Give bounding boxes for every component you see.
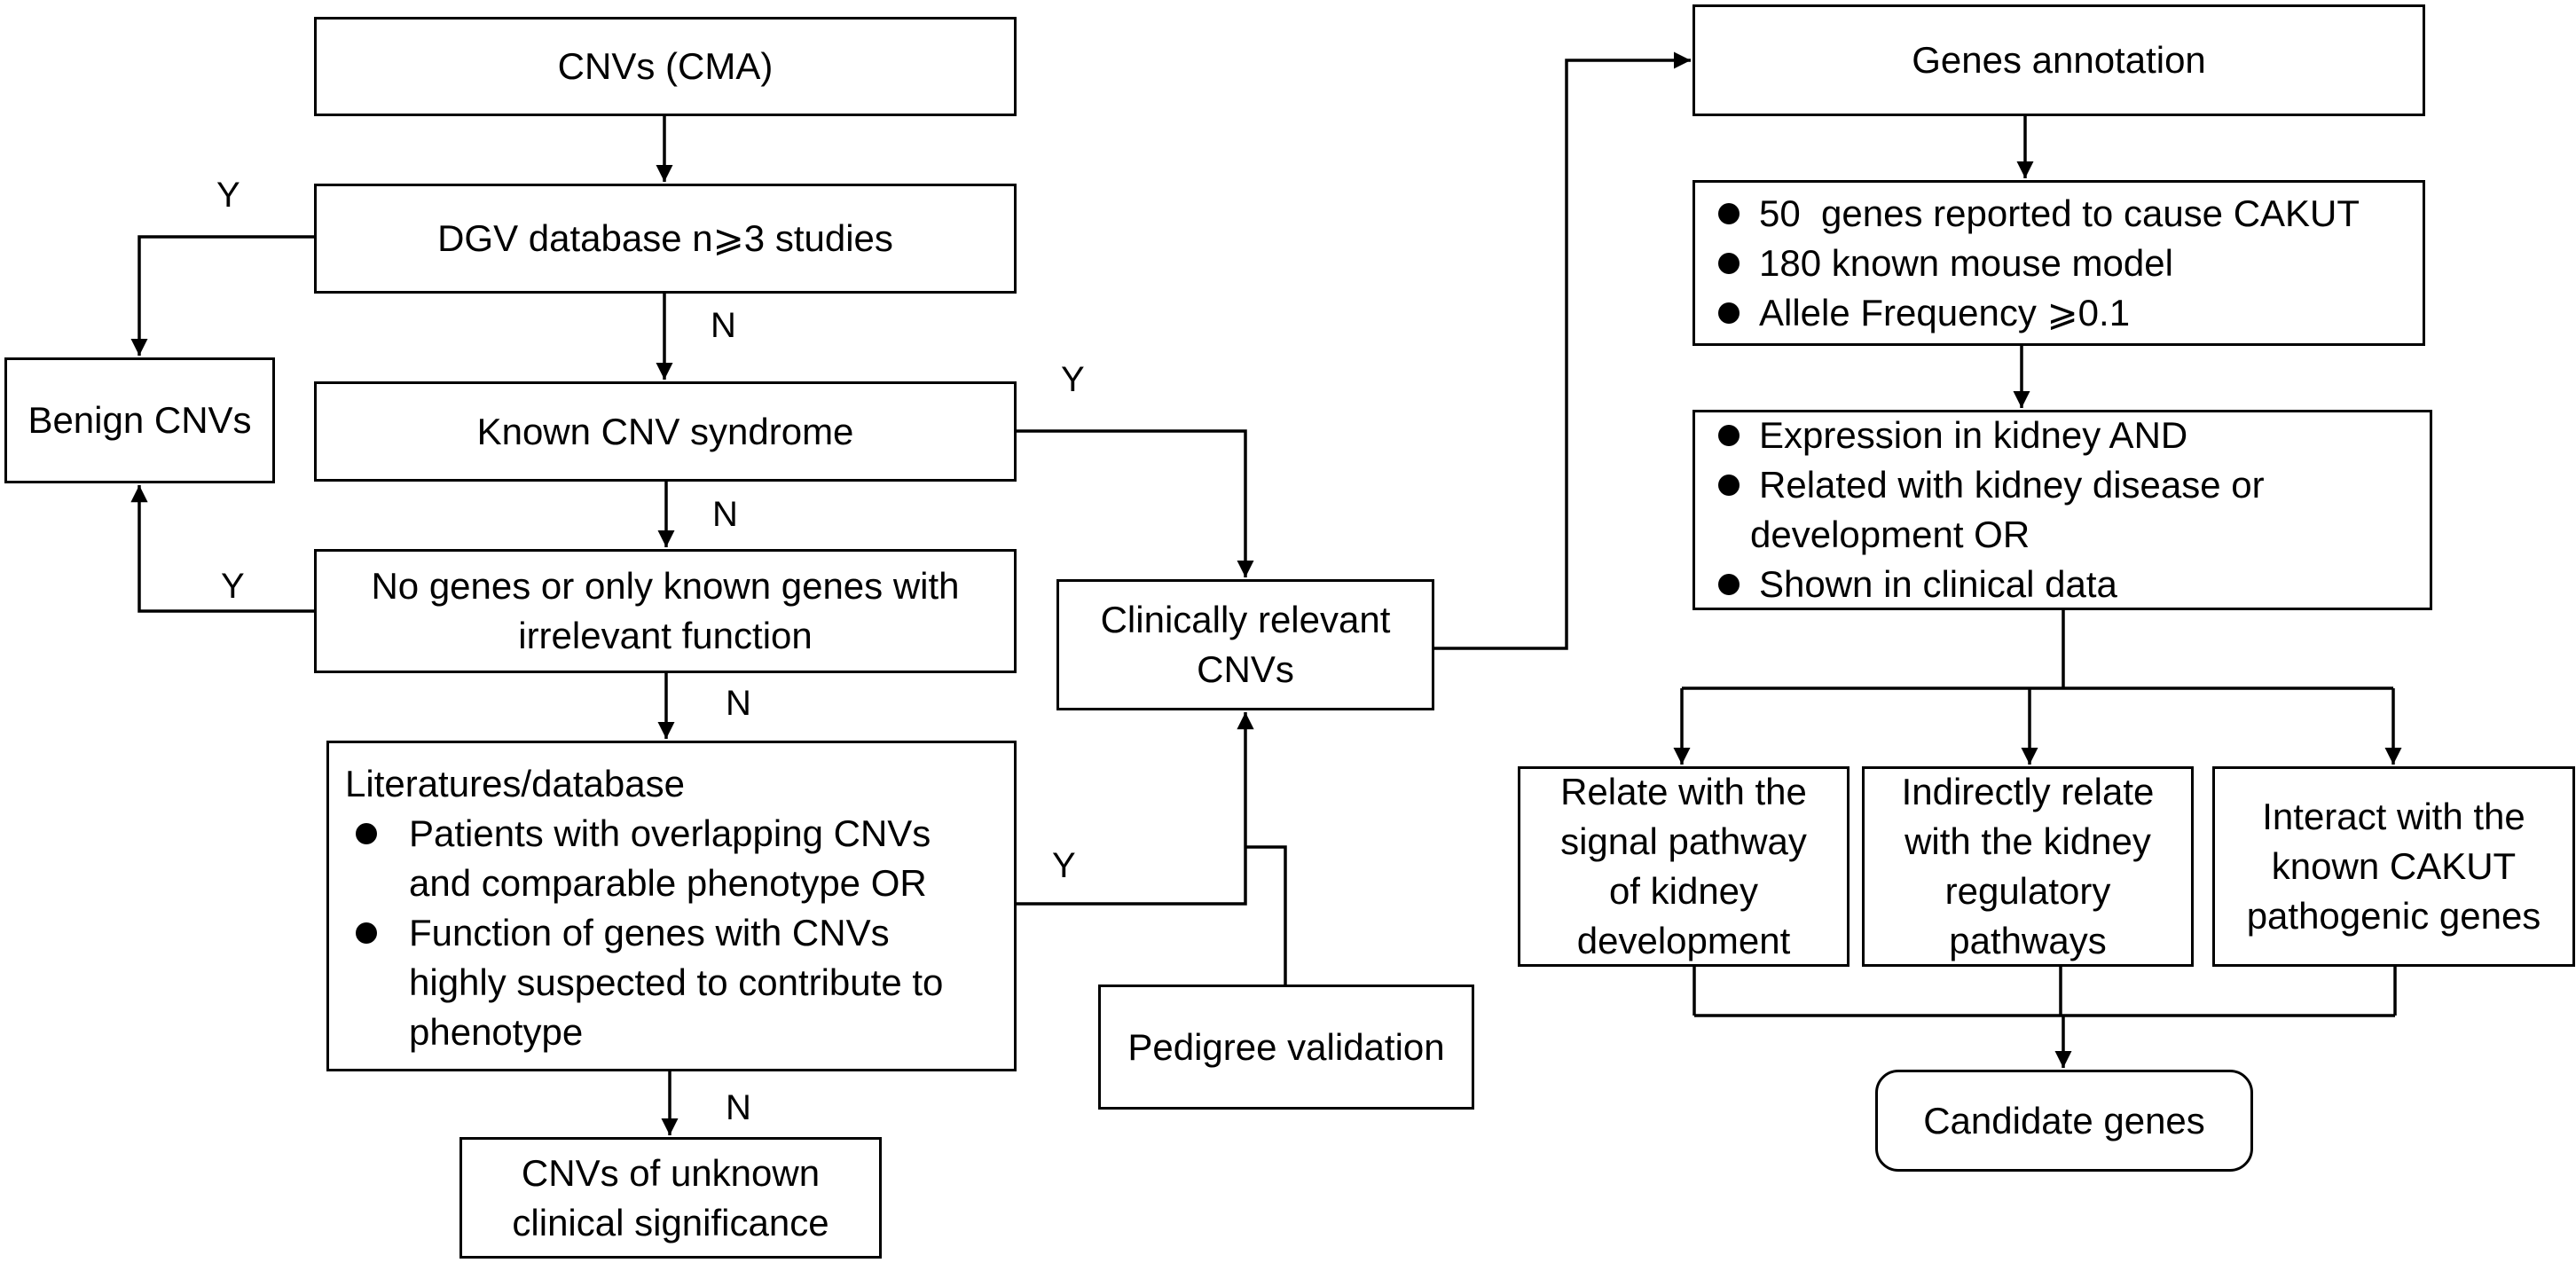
literature-bullet-list: Patients with overlapping CNVs and compa…	[345, 809, 943, 1057]
benign-cnvs-label: Benign CNVs	[27, 399, 252, 441]
literature-bullet-1-line-2: and comparable phenotype OR	[409, 862, 927, 904]
genes-annotation-box: Genes annotation	[1692, 4, 2425, 116]
bullet-dot	[1718, 574, 1740, 595]
dgv-database-label: DGV database n⩾3 studies	[437, 217, 893, 259]
indirect-pathways-line-4: pathways	[1949, 920, 2107, 961]
cnvs-cma-label: CNVs (CMA)	[557, 45, 774, 87]
kidney-filter-bullet-3: Shown in clinical data	[1718, 560, 2265, 609]
literature-database-box: Literatures/database Patients with overl…	[326, 741, 1017, 1071]
unknown-significance-line-2: clinical significance	[512, 1201, 829, 1243]
bullet-dot	[1718, 425, 1740, 446]
literature-heading: Literatures/database	[345, 763, 685, 804]
kidney-filter-bullet-2-line-2: development OR	[1750, 514, 2030, 555]
kidney-filter-bullet-1-text: Expression in kidney AND	[1759, 414, 2188, 456]
no-genes-line-1: No genes or only known genes with	[371, 565, 960, 607]
unknown-significance-line-1: CNVs of unknown	[521, 1151, 821, 1194]
clinically-relevant-line-1: Clinically relevant	[1100, 599, 1391, 640]
signal-pathway-line-2: signal pathway	[1560, 820, 1807, 862]
bullet-dot	[1718, 475, 1740, 496]
arrow-nogenes-to-benign	[130, 485, 316, 613]
no-genes-yes-label: Y	[221, 567, 245, 606]
literature-no-label: N	[726, 1088, 751, 1127]
criteria-bullet-3: Allele Frequency ⩾0.1	[1718, 288, 2360, 338]
criteria-bullet-1-text: 50 genes reported to cause CAKUT	[1759, 192, 2360, 234]
literature-bullet-1: Patients with overlapping CNVs and compa…	[345, 809, 943, 908]
kidney-filter-bullet-3-text: Shown in clinical data	[1759, 563, 2117, 605]
bullet-dot	[356, 922, 377, 944]
kidney-filter-box: Expression in kidney AND Related with ki…	[1692, 410, 2432, 610]
signal-pathway-line-4: development	[1576, 920, 1791, 961]
kidney-filter-bullet-2-line-1: Related with kidney disease or	[1759, 464, 2265, 506]
interact-cakut-line-3: pathogenic genes	[2246, 895, 2541, 937]
kidney-filter-bullet-2: Related with kidney disease or developme…	[1718, 460, 2265, 560]
unknown-significance-box: CNVs of unknown clinical significance	[459, 1137, 882, 1259]
literature-bullet-2: Function of genes with CNVs highly suspe…	[345, 908, 943, 1057]
signal-pathway-line-3: of kidney	[1608, 870, 1759, 912]
literature-bullet-1-line-1: Patients with overlapping CNVs	[409, 812, 931, 854]
criteria-bullet-2-text: 180 known mouse model	[1759, 241, 2173, 284]
candidate-genes-box: Candidate genes	[1875, 1070, 2253, 1172]
bullet-dot	[356, 823, 377, 844]
criteria-bullet-2: 180 known mouse model	[1718, 239, 2360, 288]
dgv-no-label: N	[711, 306, 736, 345]
arrow-literature-to-clinical	[1017, 712, 1254, 906]
arrow-clinical-to-annotation	[1434, 51, 1691, 650]
indirect-pathways-line-3: regulatory	[1944, 870, 2111, 912]
cnvs-cma-box: CNVs (CMA)	[314, 17, 1017, 116]
literature-bullet-2-line-1: Function of genes with CNVs	[409, 912, 890, 953]
kidney-filter-bullet-1: Expression in kidney AND	[1718, 411, 2265, 460]
interact-cakut-box: Interact with the known CAKUT pathogenic…	[2212, 766, 2575, 967]
indirect-pathways-box: Indirectly relate with the kidney regula…	[1862, 766, 2194, 967]
clinically-relevant-line-2: CNVs	[1197, 648, 1294, 690]
benign-cnvs-box: Benign CNVs	[4, 357, 275, 483]
criteria-bullet-list: 50 genes reported to cause CAKUT 180 kno…	[1718, 189, 2360, 338]
syndrome-no-label: N	[712, 495, 738, 534]
bullet-dot	[1718, 202, 1740, 224]
connector-pedigree-to-clinical	[1245, 845, 1287, 985]
no-genes-box: No genes or only known genes with irrele…	[314, 549, 1017, 673]
genes-annotation-label: Genes annotation	[1912, 39, 2206, 81]
clinically-relevant-box: Clinically relevant CNVs	[1056, 579, 1434, 710]
pedigree-validation-box: Pedigree validation	[1098, 985, 1474, 1110]
literature-bullet-2-line-2: highly suspected to contribute to	[409, 961, 944, 1003]
dgv-yes-label: Y	[216, 176, 240, 215]
no-genes-line-2: irrelevant function	[518, 615, 813, 656]
candidate-genes-label: Candidate genes	[1923, 1099, 2205, 1141]
criteria-bullet-3-text: Allele Frequency ⩾0.1	[1759, 291, 2131, 333]
literature-yes-label: Y	[1052, 846, 1076, 885]
arrow-syndrome-to-clinical	[1017, 429, 1254, 577]
pedigree-validation-label: Pedigree validation	[1127, 1025, 1445, 1068]
criteria-box: 50 genes reported to cause CAKUT 180 kno…	[1692, 180, 2425, 346]
literature-bullet-2-line-3: phenotype	[409, 1011, 584, 1053]
indirect-pathways-line-2: with the kidney	[1905, 820, 2151, 862]
interact-cakut-line-2: known CAKUT	[2271, 845, 2517, 887]
signal-pathway-line-1: Relate with the	[1560, 771, 1807, 812]
no-genes-no-label: N	[726, 684, 751, 723]
bullet-dot	[1718, 252, 1740, 274]
known-cnv-syndrome-box: Known CNV syndrome	[314, 381, 1017, 482]
kidney-filter-bullet-list: Expression in kidney AND Related with ki…	[1718, 411, 2265, 609]
signal-pathway-box: Relate with the signal pathway of kidney…	[1518, 766, 1850, 967]
bullet-dot	[1718, 302, 1740, 324]
arrow-dgv-to-benign	[130, 235, 316, 356]
criteria-bullet-1: 50 genes reported to cause CAKUT	[1718, 189, 2360, 239]
indirect-pathways-line-1: Indirectly relate	[1901, 771, 2155, 812]
dgv-database-box: DGV database n⩾3 studies	[314, 184, 1017, 294]
syndrome-yes-label: Y	[1061, 360, 1085, 399]
interact-cakut-line-1: Interact with the	[2262, 796, 2525, 837]
known-cnv-syndrome-label: Known CNV syndrome	[476, 410, 854, 452]
